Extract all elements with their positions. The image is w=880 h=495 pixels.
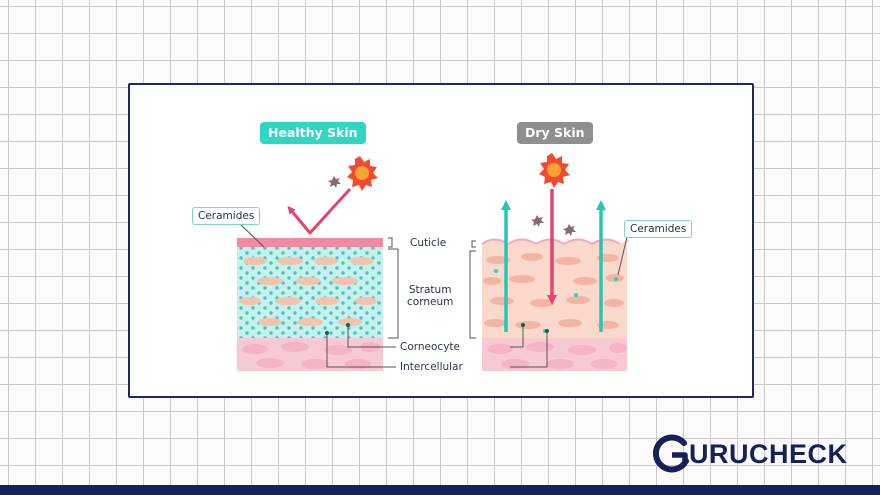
stratum-corneum-label: Stratum corneum [407,284,454,308]
dry-corneocytes [483,253,624,329]
dry-stratum-corneum [482,239,630,338]
particle-icon [531,215,576,236]
uv-reflection-arrow [287,187,352,235]
dry-skin-layers [481,238,630,371]
skin-diagram [237,153,630,371]
gurucheck-logo: URUCHECK [652,433,848,475]
dry-skin-title: Dry Skin [517,122,593,144]
sun-icon [539,153,570,188]
bottom-bar [0,485,880,495]
g-logo-icon [652,434,689,473]
healthy-skin-title: Healthy Skin [260,122,366,144]
sun-icon [347,156,378,191]
healthy-skin-layers [237,238,383,371]
diagram-card: Healthy Skin Dry Skin Ceramides Ceramide… [128,83,754,398]
intercellular-label: Intercellular [400,361,463,373]
particle-icon [328,176,341,188]
ceramides-callout-right: Ceramides [624,220,693,238]
ceramides-callout-left: Ceramides [192,207,261,225]
healthy-cuticle-layer [237,238,383,247]
healthy-corneocytes [239,257,377,326]
corneocyte-label: Corneocyte [400,341,460,353]
logo-text: URUCHECK [689,438,848,469]
cuticle-label: Cuticle [410,237,447,249]
